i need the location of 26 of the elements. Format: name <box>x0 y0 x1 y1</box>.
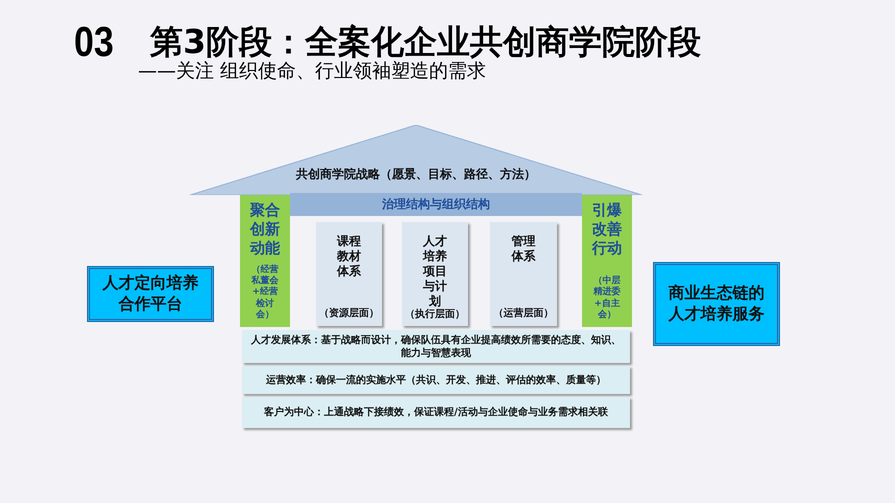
pillar-title: 管理体系 <box>510 234 536 264</box>
platform-box: 人才定向培养合作平台 <box>87 266 214 322</box>
title: 第3阶段：全案化企业共创商学院阶段 <box>150 21 701 61</box>
pillar <box>490 222 557 326</box>
side-pillar <box>582 195 632 327</box>
roof-triangle <box>190 125 642 195</box>
foundation-row: 客户为中心：上通战略下接绩效，保证课程/活动与企业使命与业务需求相关联 <box>242 397 630 428</box>
pillar <box>316 222 382 326</box>
side-pillar <box>240 195 290 327</box>
service-box: 商业生态链的人才培养服务 <box>653 262 780 346</box>
foundation-row: 人才发展体系：基于战略而设计，确保队伍具有企业提高绩效所需要的态度、知识、能力与智慧表现 <box>242 330 630 363</box>
pillar-title: 引爆改善行动 <box>591 201 623 258</box>
roof-label: 共创商学院战略（愿景、目标、路径、方法） <box>296 166 536 183</box>
pillar-note: （经营私董会+经营检讨会） <box>250 264 280 321</box>
pillar-title: 课程教材体系 <box>336 234 362 279</box>
pillar-note: （执行层面） <box>405 309 465 322</box>
pillar-note: （运营层面） <box>494 308 554 320</box>
subtitle: ——关注 组织使命、行业领袖塑造的需求 <box>138 59 486 84</box>
foundation-row: 运营效率：确保一流的实施水平（共识、开发、推进、评估的效率、质量等） <box>242 366 630 394</box>
pillar-title: 人才培养项目与计划 <box>422 234 448 308</box>
pillar <box>402 222 468 326</box>
beam-band: 治理结构与组织结构 <box>290 193 582 216</box>
section-number: 03 <box>74 18 114 66</box>
pillar-note: （中层精进委+自主会） <box>592 276 622 321</box>
pillar-note: （资源层面） <box>319 308 379 320</box>
pillar-title: 聚合创新动能 <box>249 201 281 258</box>
